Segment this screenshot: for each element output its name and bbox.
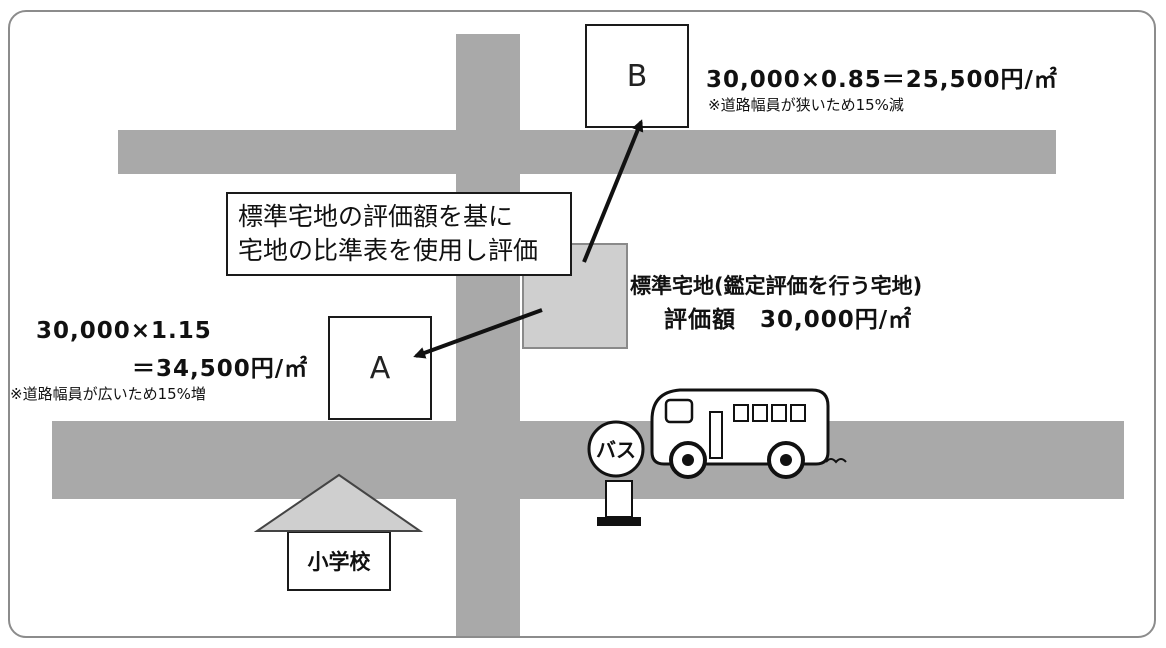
arrow-to-lot-b <box>582 119 644 263</box>
school-roof-icon <box>253 473 424 532</box>
method-note-line2: 宅地の比準表を使用し評価 <box>238 236 539 265</box>
arrow-to-lot-a <box>413 308 543 359</box>
lot-a-note: ※道路幅員が広いため15%増 <box>10 385 206 403</box>
lot-a: A <box>328 316 432 420</box>
bus-stop-label: バス <box>596 438 636 462</box>
lot-b-formula: 30,000×0.85＝25,500円/㎡ <box>706 67 1058 93</box>
method-note-line1: 標準宅地の評価額を基に <box>238 202 514 231</box>
lot-a-label: A <box>369 350 391 386</box>
lot-b-label: B <box>626 58 648 94</box>
method-note-box: 標準宅地の評価額を基に 宅地の比準表を使用し評価 <box>226 192 572 276</box>
road-lower-horizontal <box>52 421 1124 499</box>
bus-icon <box>650 388 847 479</box>
lot-a-formula-line2: ＝34,500円/㎡ <box>132 356 309 382</box>
bus-stop-sign-icon: バス <box>587 420 645 526</box>
lot-b-note: ※道路幅員が狭いため15%減 <box>708 96 904 114</box>
standard-lot-title: 標準宅地(鑑定評価を行う宅地) <box>630 274 923 298</box>
road-upper-horizontal <box>118 130 1056 174</box>
standard-lot-value: 評価額 30,000円/㎡ <box>664 307 913 333</box>
school-label: 小学校 <box>287 531 391 591</box>
lot-a-formula-line1: 30,000×1.15 <box>36 318 212 344</box>
